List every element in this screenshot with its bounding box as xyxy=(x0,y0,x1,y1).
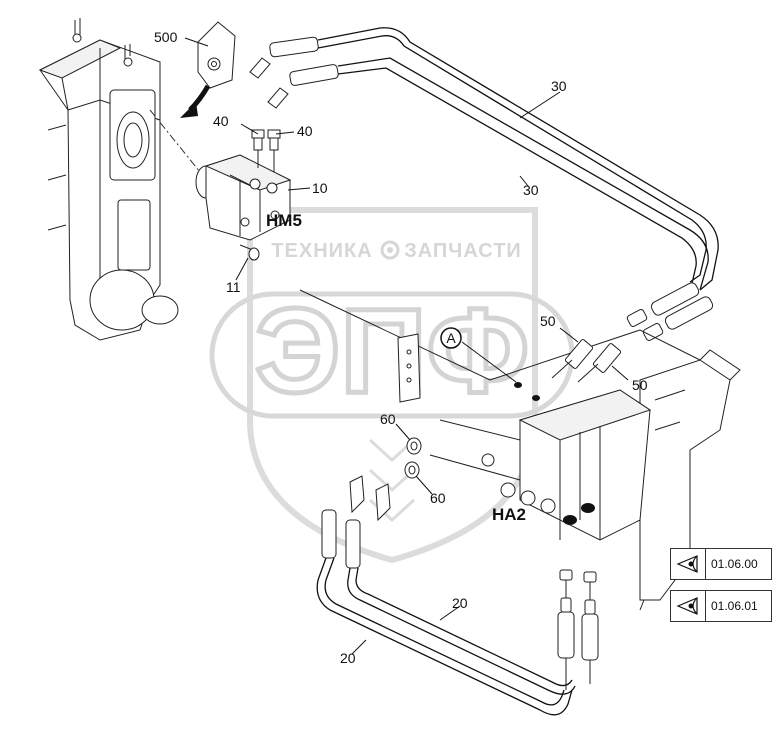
fitting-40-right xyxy=(267,129,281,172)
hose-30-lower xyxy=(267,57,709,293)
watermark-tagline-left: ТЕХНИКА xyxy=(271,240,372,262)
reference-box-2[interactable]: 01.06.01 xyxy=(670,590,772,622)
hose-end-30-b xyxy=(642,296,714,341)
callout-50-upper: 50 xyxy=(540,313,556,329)
callout-60-upper: 60 xyxy=(380,411,396,427)
control-valve-block xyxy=(481,389,652,541)
hose-20-left xyxy=(316,475,573,716)
bracket-plate xyxy=(397,333,421,403)
hose-end-20-b xyxy=(581,571,599,661)
fitting-50-upper xyxy=(551,339,594,379)
hose-lines xyxy=(565,658,591,690)
leader-lines xyxy=(184,37,629,655)
watermark-tagline-right: ЗАПЧАСТИ xyxy=(404,240,522,262)
valve-code-label: HA2 xyxy=(492,505,526,524)
callout-50-lower: 50 xyxy=(632,377,648,393)
arrow-head-icon xyxy=(180,102,198,118)
hole-marker xyxy=(514,382,522,388)
fitting-50-lower xyxy=(577,343,622,383)
nut-60-lower xyxy=(404,461,420,479)
callout-20-right: 20 xyxy=(452,595,468,611)
watermark-brand: ЭПФ xyxy=(255,284,529,418)
watermark-gear-icon xyxy=(380,240,400,260)
cover-part-500 xyxy=(197,21,236,89)
view-marker-a: A xyxy=(440,327,517,383)
callout-500: 500 xyxy=(154,29,178,45)
hose-end-20-a xyxy=(557,569,575,659)
callout-11: 11 xyxy=(226,279,241,295)
callout-60-lower: 60 xyxy=(430,490,446,506)
callout-30-upper: 30 xyxy=(551,78,567,94)
view-eye-icon xyxy=(671,591,706,621)
gearbox-housing xyxy=(38,18,179,341)
watermark-tower-icon xyxy=(368,438,416,523)
hydraulic-motor xyxy=(195,154,292,261)
motor-code-label: HM5 xyxy=(266,211,302,230)
hose-end-30-a xyxy=(626,282,700,327)
hose-20-right xyxy=(345,483,576,695)
reference-code: 01.06.00 xyxy=(711,557,758,571)
callout-30-lower: 30 xyxy=(523,182,539,198)
tractor-frame xyxy=(299,289,741,611)
view-marker-label: A xyxy=(446,330,456,346)
callout-20-left: 20 xyxy=(340,650,356,666)
reference-box-1[interactable]: 01.06.00 xyxy=(670,548,772,580)
reference-code: 01.06.01 xyxy=(711,599,758,613)
center-line xyxy=(149,109,201,173)
hole-marker xyxy=(532,395,540,401)
hose-30-upper xyxy=(249,27,719,291)
view-eye-icon xyxy=(671,549,706,579)
callout-40-left: 40 xyxy=(213,113,229,129)
nut-60-upper xyxy=(406,437,422,455)
callout-10: 10 xyxy=(312,180,328,196)
callout-40-right: 40 xyxy=(297,123,313,139)
